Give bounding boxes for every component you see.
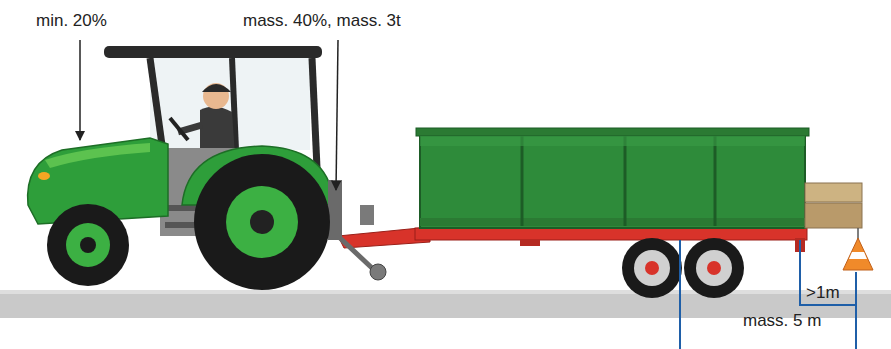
- cab-roof: [104, 46, 322, 58]
- ground-edge: [0, 290, 891, 294]
- top-rail: [416, 128, 809, 136]
- hood-highlight: [45, 143, 150, 168]
- dimension-line: [800, 304, 856, 306]
- load-arrow: [79, 40, 81, 140]
- headlight: [38, 172, 50, 180]
- chassis-part: [520, 240, 540, 246]
- load-board: [805, 183, 862, 202]
- trailer-chassis: [415, 228, 807, 240]
- dimension-line: [855, 272, 857, 349]
- warning-triangle: [843, 238, 873, 270]
- dimension-line: [679, 240, 681, 349]
- load-arrow: [336, 40, 338, 190]
- dimension-label: >1m: [806, 284, 840, 301]
- box-rib: [521, 136, 524, 226]
- bottom-rail: [420, 218, 805, 226]
- box-highlight: [420, 136, 805, 146]
- dimension-line: [799, 240, 801, 306]
- trailer-wheel: [622, 238, 682, 298]
- dimension-label: mass. 40%, mass. 3t: [243, 12, 401, 29]
- box-rib: [624, 136, 627, 226]
- dimension-label: mass. 5 m: [743, 312, 821, 329]
- trailer-box: [420, 133, 805, 228]
- front-wheel: [47, 204, 129, 286]
- box-rib: [714, 136, 717, 226]
- dimension-label: min. 20%: [36, 12, 107, 29]
- warning-stripe: [849, 252, 867, 259]
- load-board: [805, 203, 862, 228]
- trailer-wheel: [684, 238, 744, 298]
- rear-wheel: [194, 154, 330, 290]
- hitch: [328, 180, 386, 280]
- cab-post: [150, 58, 162, 145]
